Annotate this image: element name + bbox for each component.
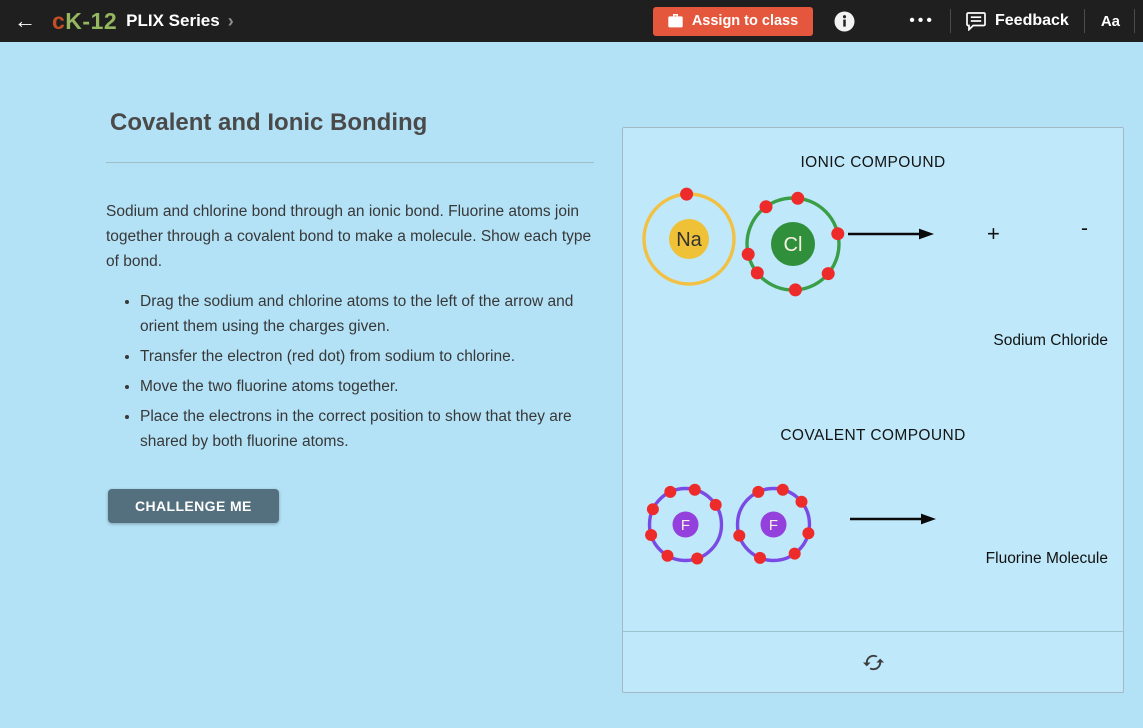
more-options-icon[interactable]: ••• [909, 12, 935, 29]
electron-dot[interactable] [750, 266, 764, 280]
sodium-chloride-label: Sodium Chloride [993, 332, 1108, 349]
lesson-column: Covalent and Ionic Bonding Sodium and ch… [106, 108, 594, 523]
electron-dot[interactable] [759, 200, 773, 214]
ionic-compound-title: IONIC COMPOUND [800, 154, 946, 171]
ck12-logo[interactable]: cK-12 [52, 7, 118, 34]
atom-nucleus [771, 222, 815, 266]
fluorine-atom-1[interactable]: F [641, 480, 730, 569]
simulation-panel: IONIC COMPOUND Na Cl + - Sodium Chloride… [622, 127, 1124, 693]
header-divider [950, 9, 951, 33]
atom-symbol: F [680, 517, 689, 534]
instruction-item: Place the electrons in the correct posit… [140, 404, 594, 454]
electron-dot[interactable] [791, 191, 805, 205]
electron-dot[interactable] [753, 551, 766, 564]
atom-symbol: Na [676, 229, 702, 251]
electron-dot[interactable] [644, 528, 657, 541]
atom-nucleus [672, 511, 698, 537]
instruction-list: Drag the sodium and chlorine atoms to th… [106, 289, 594, 454]
positive-charge-label: + [987, 221, 1000, 246]
feedback-button[interactable]: Feedback [966, 11, 1069, 31]
header-actions: Assign to class ••• Feedback Aa [652, 6, 1135, 36]
assign-button-label: Assign to class [691, 13, 799, 29]
back-arrow-icon[interactable]: ← [14, 8, 36, 33]
ionic-reaction-arrow [847, 226, 935, 247]
panel-footer [623, 631, 1123, 692]
electron-dot[interactable] [831, 227, 845, 241]
electron-dot[interactable] [732, 529, 745, 542]
electron-dot[interactable] [795, 495, 807, 508]
feedback-label: Feedback [995, 12, 1069, 29]
electron-dot[interactable] [788, 283, 802, 297]
electron-shell-ring [735, 486, 811, 562]
atom-symbol: F [768, 517, 777, 534]
instruction-item: Drag the sodium and chlorine atoms to th… [140, 289, 594, 339]
electron-dot[interactable] [688, 483, 701, 496]
header-divider [1083, 9, 1085, 33]
chevron-right-icon[interactable]: › [227, 10, 234, 31]
comment-icon [966, 11, 986, 31]
negative-charge-label: - [1081, 217, 1088, 240]
fluorine-molecule-label: Fluorine Molecule [985, 550, 1108, 567]
briefcase-icon [668, 14, 683, 28]
header-divider [1134, 9, 1135, 33]
instruction-item: Transfer the electron (red dot) from sod… [140, 344, 594, 369]
covalent-compound-title: COVALENT COMPOUND [780, 427, 966, 444]
electron-dot[interactable] [690, 552, 703, 564]
page-title: Covalent and Ionic Bonding [110, 109, 428, 136]
sodium-atom[interactable]: Na [635, 185, 743, 293]
reset-refresh-icon[interactable] [862, 651, 885, 674]
atom-nucleus [760, 511, 786, 537]
app-header: ← cK-12 PLIX Series › Assign to class ••… [0, 0, 1143, 42]
electron-dot[interactable] [741, 247, 755, 261]
electron-dot[interactable] [680, 187, 694, 201]
electron-dot[interactable] [776, 483, 789, 496]
assign-to-class-button[interactable]: Assign to class [652, 6, 814, 36]
breadcrumb: PLIX Series [126, 11, 220, 30]
electron-dot[interactable] [788, 547, 801, 560]
chlorine-atom[interactable]: Cl [738, 189, 848, 299]
electron-dot[interactable] [801, 526, 814, 539]
atom-nucleus [669, 219, 709, 259]
electron-dot[interactable] [821, 267, 835, 281]
electron-dot[interactable] [709, 498, 722, 511]
electron-dot[interactable] [646, 502, 659, 515]
electron-dot[interactable] [663, 485, 676, 498]
text-size-button[interactable]: Aa [1100, 12, 1120, 30]
instruction-item: Move the two fluorine atoms together. [140, 374, 594, 399]
info-icon[interactable] [834, 11, 855, 32]
electron-dot[interactable] [751, 485, 764, 498]
title-divider [106, 162, 594, 163]
challenge-me-button[interactable]: CHALLENGE ME [108, 489, 279, 523]
lesson-description: Sodium and chlorine bond through an ioni… [106, 203, 592, 270]
fluorine-atom-2[interactable]: F [729, 480, 818, 569]
atom-symbol: Cl [784, 234, 803, 256]
electron-dot[interactable] [661, 549, 673, 562]
electron-shell-ring [647, 486, 723, 562]
covalent-reaction-arrow [849, 511, 937, 532]
